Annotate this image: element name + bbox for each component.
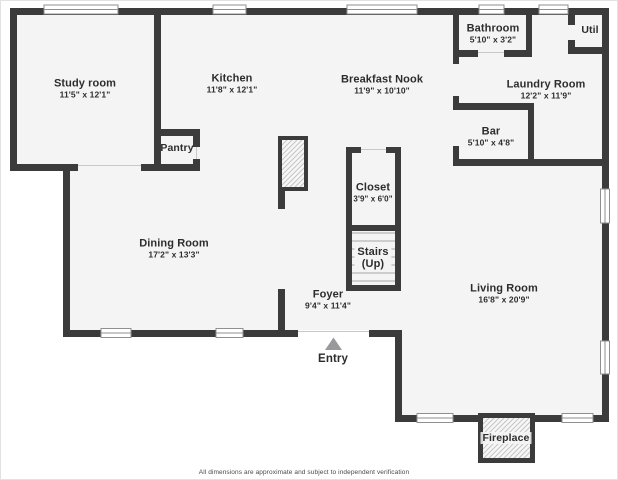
floor-area [10,8,609,422]
window [538,4,569,15]
window [600,340,610,375]
window [478,4,505,15]
entry-arrow-icon [325,337,342,350]
window [215,328,244,338]
windows-layer [43,4,610,423]
chimney [278,136,308,191]
window [100,328,132,338]
window [212,4,247,15]
door-openings [78,52,504,166]
window [561,413,594,423]
entry-opening [298,330,369,337]
window [346,4,418,15]
disclaimer-text: All dimensions are approximate and subje… [198,469,410,476]
window [43,4,119,15]
window [600,188,610,224]
window [416,413,454,423]
fireplace [478,413,535,463]
